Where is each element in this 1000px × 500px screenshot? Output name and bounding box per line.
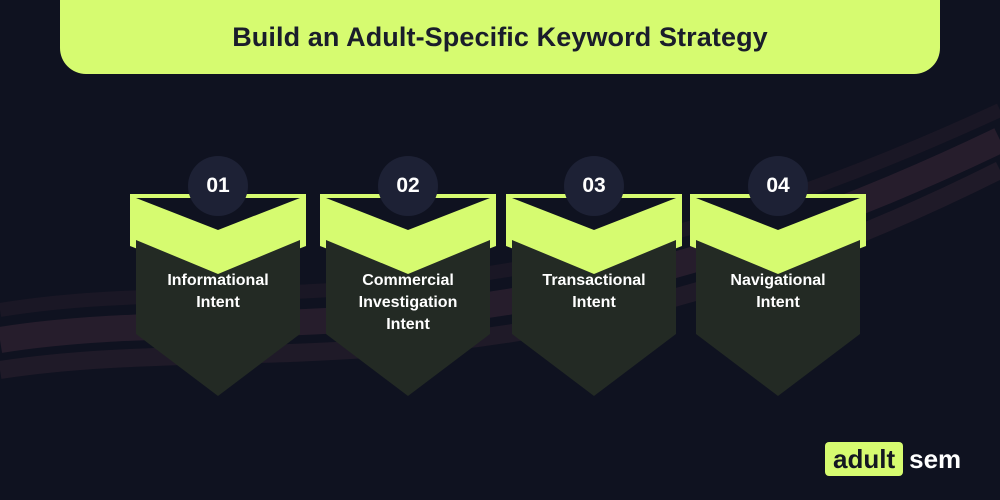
logo-text-sem: sem [909, 443, 962, 474]
title-banner: Build an Adult-Specific Keyword Strategy [60, 0, 940, 74]
step-number-badge: 02 [378, 156, 438, 216]
step-card-02: 02 Commercial Investigation Intent [320, 156, 496, 402]
step-card-01: 01 Informational Intent [130, 156, 306, 402]
step-label: Navigational Intent [730, 272, 826, 311]
step-number-badge: 03 [564, 156, 624, 216]
step-shape [130, 194, 306, 396]
step-card-04: 04 Navigational Intent [690, 156, 866, 402]
step-label: Transactional Intent [542, 272, 646, 311]
step-number-badge: 04 [748, 156, 808, 216]
step-number-badge: 01 [188, 156, 248, 216]
step-shape [320, 194, 496, 396]
step-label: Informational Intent [167, 272, 269, 311]
step-card-03: 03 Transactional Intent [506, 156, 682, 402]
brand-logo: adult sem [825, 442, 961, 476]
step-shape [690, 194, 866, 396]
page-title: Build an Adult-Specific Keyword Strategy [232, 21, 768, 52]
step-label: Commercial Investigation Intent [358, 272, 458, 333]
logo-text-adult: adult [825, 442, 904, 476]
